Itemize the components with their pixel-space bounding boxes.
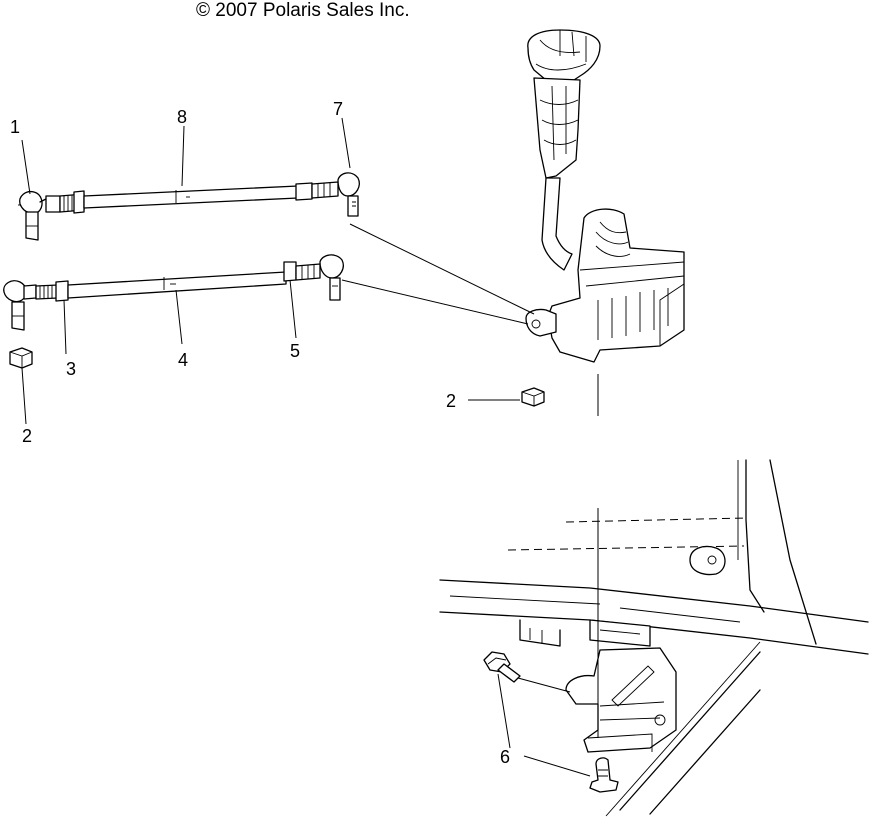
upper-left-ball-joint <box>18 190 61 241</box>
callout-8: 8 <box>177 107 187 127</box>
callout-7: 7 <box>333 99 343 119</box>
upper-right-ball-joint <box>337 172 360 217</box>
bolt-lower <box>589 757 619 793</box>
upper-shift-rod-assembly <box>18 172 360 241</box>
nut-left <box>9 347 33 369</box>
vehicle-frame <box>439 459 869 817</box>
callout-5: 5 <box>290 341 300 361</box>
gear-shifter-assembly <box>525 29 685 363</box>
copyright-notice: © 2007 Polaris Sales Inc. <box>196 0 410 21</box>
callout-4: 4 <box>178 350 188 370</box>
callout-2-left: 2 <box>22 426 32 446</box>
lower-left-ball-joint <box>3 280 37 331</box>
callout-3: 3 <box>66 359 76 379</box>
lower-right-ball-joint <box>319 254 344 301</box>
callout-6: 6 <box>500 747 510 767</box>
callout-1: 1 <box>10 117 20 137</box>
nut-right <box>521 387 545 407</box>
callout-2-right: 2 <box>446 391 456 411</box>
lower-shift-rod-assembly <box>3 254 344 331</box>
bolt-upper <box>483 651 521 683</box>
leader-lines <box>21 117 591 777</box>
